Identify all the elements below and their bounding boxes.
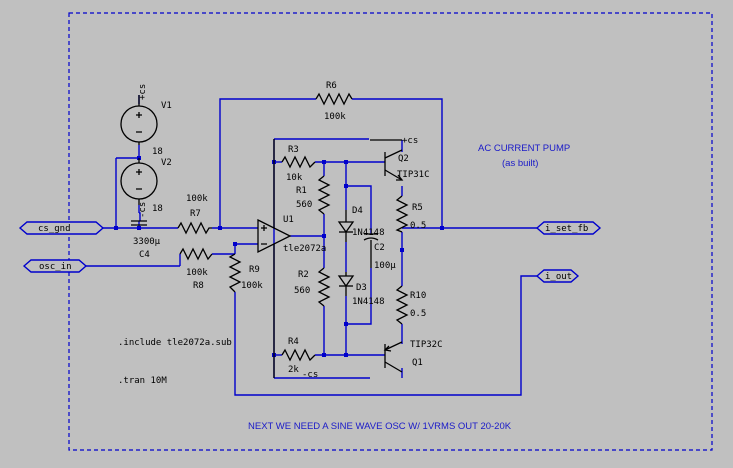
u1-opamp[interactable] [257, 139, 292, 378]
c2-ref: C2 [374, 243, 385, 253]
r3-value: 10k [286, 173, 303, 183]
r8-resistor[interactable] [179, 247, 213, 261]
comment-note: NEXT WE NEED A SINE WAVE OSC W/ 1VRMS OU… [248, 421, 512, 432]
r3-ref: R3 [288, 145, 299, 155]
v2-source[interactable] [120, 158, 158, 205]
r2-ref: R2 [298, 270, 309, 280]
r9-resistor[interactable] [228, 253, 242, 293]
r4-ref: R4 [288, 337, 299, 347]
v2-value: -cs [138, 202, 148, 218]
q2-ref: Q2 [398, 154, 409, 164]
r2-resistor[interactable] [317, 267, 331, 307]
v1-value: +cs [138, 84, 148, 100]
v1-source[interactable] [120, 95, 158, 145]
net-cs-gnd-text: cs_gnd [38, 224, 71, 234]
net-i-set-fb-text: i_set_fb [545, 224, 588, 234]
v1-ref: V1 [161, 101, 172, 111]
r4-value: 2k [288, 365, 299, 375]
r1-value: 560 [296, 200, 312, 210]
d3-diode[interactable] [337, 272, 355, 296]
d3-ref: D3 [356, 283, 367, 293]
include-directive: .include tle2072a.sub [118, 338, 232, 348]
c4-ref: C4 [139, 250, 150, 260]
c2-capacitor[interactable] [363, 233, 379, 268]
r1-resistor[interactable] [317, 175, 331, 215]
comment-subtitle: (as built) [502, 158, 538, 169]
r5-resistor[interactable] [395, 195, 409, 233]
c4-capacitor[interactable] [131, 220, 147, 226]
r5-value: 0.5 [410, 221, 426, 231]
r6-value: 100k [324, 112, 346, 122]
r10-value: 0.5 [410, 309, 426, 319]
d4-ref: D4 [352, 206, 363, 216]
q2-transistor[interactable] [370, 139, 404, 181]
junctions [114, 156, 444, 357]
c4-value: 3300µ [133, 237, 161, 247]
r10-ref: R10 [410, 291, 426, 301]
q1-model: TIP32C [410, 340, 443, 350]
net-osc-in[interactable]: osc_in [22, 259, 88, 273]
q1-supply-label: -cs [302, 370, 318, 380]
net-osc-in-text: osc_in [39, 262, 72, 272]
d3-model: 1N4148 [352, 297, 385, 307]
wires [86, 95, 537, 396]
r6-ref: R6 [326, 81, 337, 91]
r5-ref: R5 [412, 203, 423, 213]
q2-model: TIP31C [397, 170, 430, 180]
q1-transistor[interactable] [383, 341, 403, 373]
r9-ref: R9 [249, 265, 260, 275]
net-cs-gnd[interactable]: cs_gnd [18, 221, 105, 235]
r1-ref: R1 [296, 186, 307, 196]
r2-value: 560 [294, 286, 310, 296]
q2-supply-label: +cs [402, 136, 418, 146]
r7-value: 100k [186, 194, 208, 204]
r3-resistor[interactable] [281, 155, 316, 169]
comment-title: AC CURRENT PUMP [478, 143, 570, 154]
r6-resistor[interactable] [315, 92, 353, 106]
net-i-out-text: i_out [545, 272, 572, 282]
d4-model: 1N4148 [352, 228, 385, 238]
net-i-out[interactable]: i_out [535, 269, 580, 283]
c2-value: 100µ [374, 261, 396, 271]
d4-diode[interactable] [337, 210, 355, 242]
r7-resistor[interactable] [177, 221, 212, 235]
r9-value: 100k [241, 281, 263, 291]
v2-value-top: 18 [152, 147, 163, 157]
v2-ref: V2 [161, 158, 172, 168]
r8-value: 100k [186, 268, 208, 278]
u1-ref: U1 [283, 215, 294, 225]
r7-ref: R7 [190, 209, 201, 219]
q1-ref: Q1 [412, 358, 423, 368]
r10-resistor[interactable] [395, 285, 409, 325]
net-i-set-fb[interactable]: i_set_fb [535, 221, 602, 235]
r8-ref: R8 [193, 281, 204, 291]
r4-resistor[interactable] [281, 348, 316, 362]
c4-value2: 18 [152, 204, 163, 214]
u1-model: tle2072a [283, 244, 326, 254]
tran-directive: .tran 10M [118, 376, 167, 386]
